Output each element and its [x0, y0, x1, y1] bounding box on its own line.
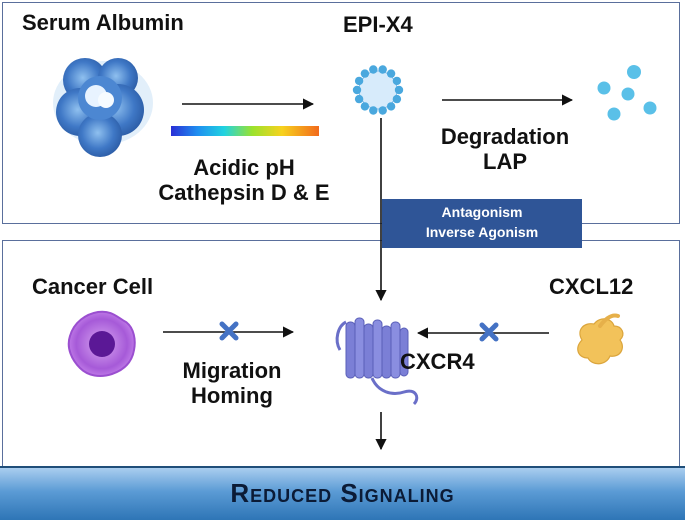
cxcl12-chemokine-icon	[577, 313, 624, 365]
epi-x4-bead	[369, 65, 378, 74]
degraded-fragments-icon	[597, 65, 657, 121]
ph-gradient-bar	[171, 126, 319, 136]
condition-cathepsin: Cathepsin D & E	[158, 180, 330, 206]
condition-acidic-ph: Acidic pH	[193, 155, 295, 180]
epi-x4-bead	[360, 69, 370, 78]
epi-x4-bead	[386, 69, 396, 78]
epi-x4-bead	[394, 85, 404, 95]
antagonism-text: Antagonism	[441, 204, 523, 220]
epi-x4-bead	[392, 76, 402, 86]
migration-label: Migration Homing	[158, 358, 306, 409]
epi-x4-label: EPI-X4	[343, 12, 413, 37]
migration-text: Migration	[182, 358, 282, 383]
albumin-label: Serum Albumin	[22, 10, 184, 35]
homing-text: Homing	[191, 383, 273, 409]
cancer-cell-icon	[67, 310, 136, 377]
reduced-signaling-text: Reduced Signaling	[230, 478, 455, 508]
epi-x4-bead	[354, 76, 364, 86]
cxcr4-receptor-icon	[335, 317, 419, 406]
epi-x4-bead	[360, 102, 370, 111]
cxcr4-label: CXCR4	[400, 349, 475, 374]
chemokine-block-mark	[479, 322, 499, 342]
epi-x4-bead	[354, 94, 364, 104]
epi-x4-bead	[378, 106, 387, 115]
epi-x4-bead	[386, 102, 396, 111]
epi-x4-bead	[352, 85, 362, 95]
epi-x4-bead	[378, 65, 387, 74]
degradation-text: Degradation	[440, 124, 570, 149]
inverse-agonism-text: Inverse Agonism	[425, 224, 539, 241]
epi-x4-bead	[369, 106, 378, 115]
epi-x4-peptide-icon	[352, 65, 404, 115]
degradation-label: Degradation LAP	[430, 124, 580, 175]
result-banner: Reduced Signaling	[0, 466, 685, 520]
lap-text: LAP	[483, 149, 527, 175]
mechanism-box: Antagonism Inverse Agonism	[382, 199, 582, 248]
albumin-protein-icon	[53, 58, 153, 157]
cleavage-conditions: Acidic pH Cathepsin D & E	[140, 155, 348, 206]
cxcl12-label: CXCL12	[549, 274, 634, 299]
migration-block-mark	[219, 321, 239, 341]
cancer-cell-label: Cancer Cell	[32, 274, 154, 299]
epi-x4-bead	[392, 94, 402, 104]
